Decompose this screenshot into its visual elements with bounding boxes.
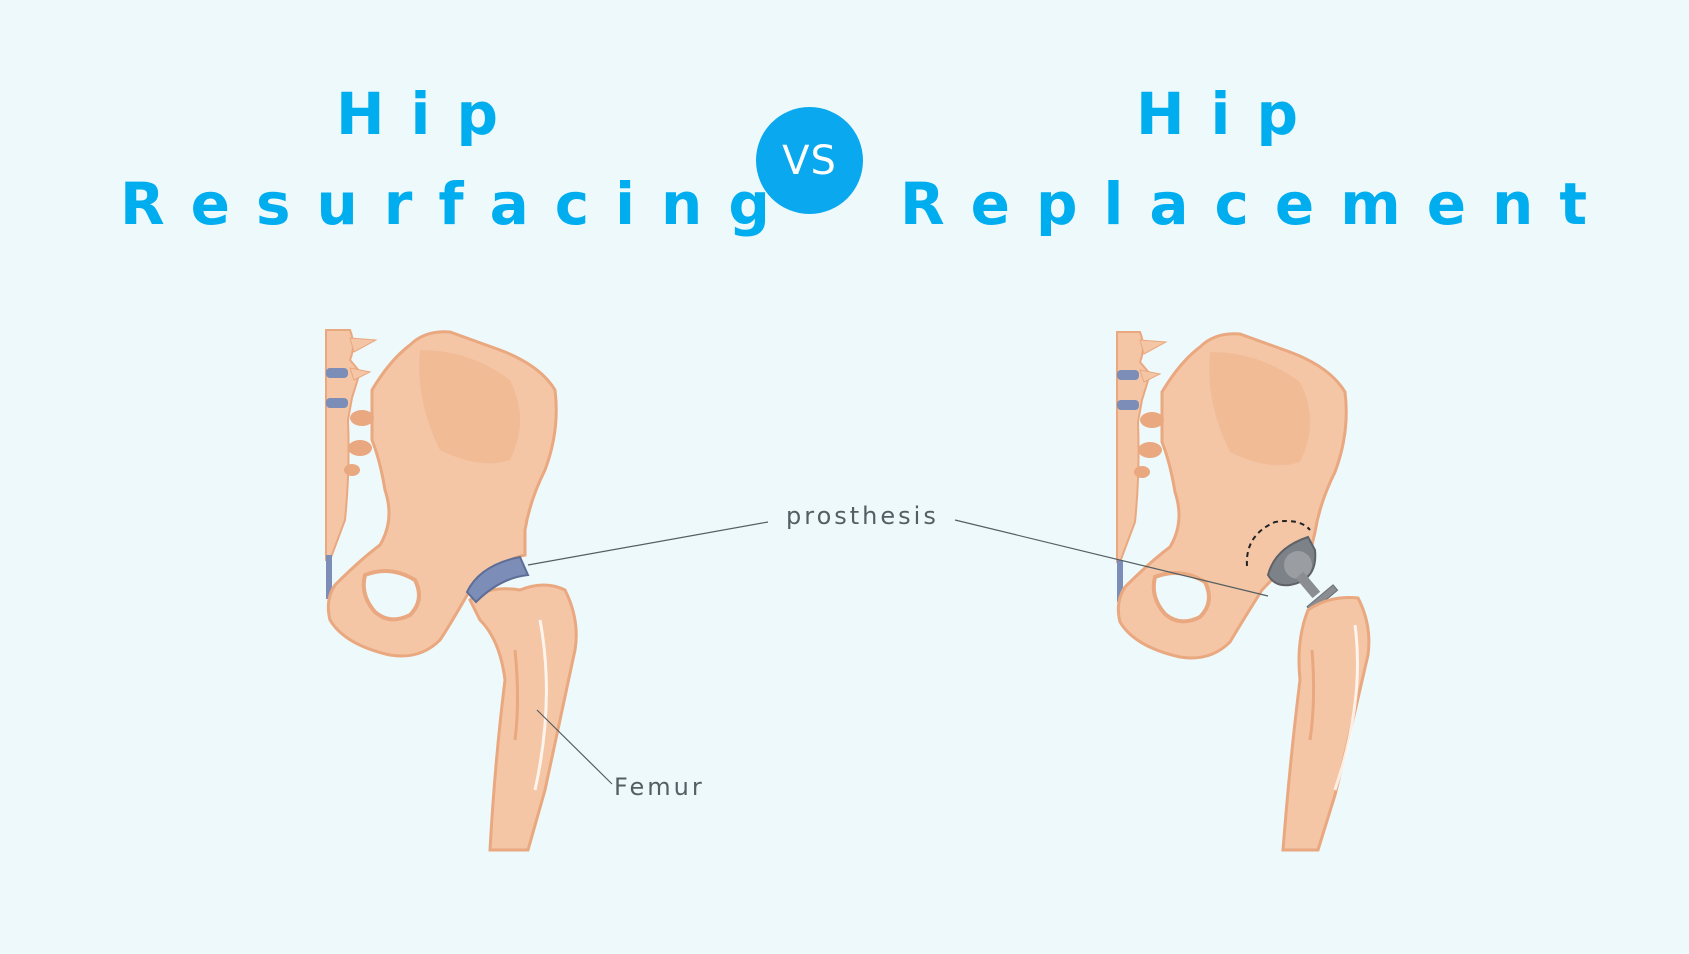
right-hip-illustration [1116, 331, 1371, 852]
vs-badge: VS [756, 107, 863, 214]
prosthesis-leader-right [954, 519, 1269, 597]
prosthesis-label: prosthesis [786, 502, 939, 530]
left-hip-illustration [325, 329, 578, 852]
right-spine-icon [1116, 331, 1168, 602]
femur-label: Femur [614, 773, 705, 801]
resurfacing-cap-icon [465, 555, 530, 604]
left-femur-icon [468, 583, 578, 852]
right-title-line1: Hip [1136, 80, 1324, 148]
prosthesis-leader-left [527, 521, 769, 566]
femur-leader [536, 709, 613, 785]
left-title-line1: Hip [336, 80, 524, 148]
left-spine-icon [325, 329, 378, 599]
right-title-line2: Replacement [900, 170, 1614, 238]
left-title-line2: Resurfacing [120, 170, 796, 238]
